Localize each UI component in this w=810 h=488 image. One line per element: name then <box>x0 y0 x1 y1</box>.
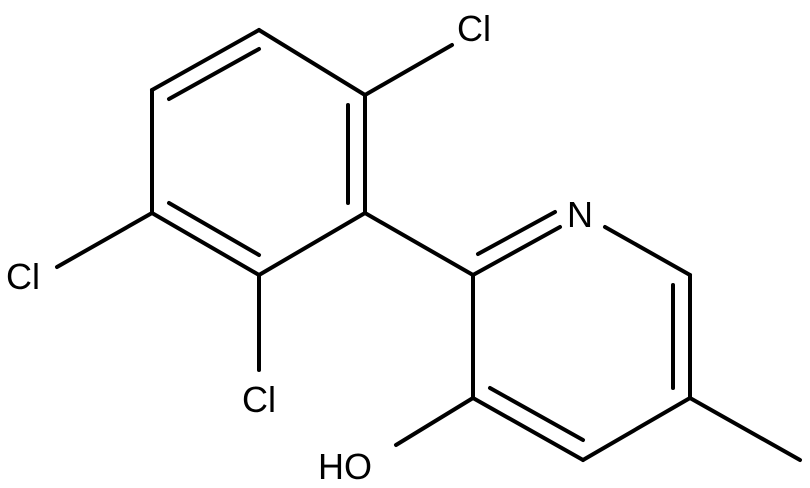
bond-c5-methyl <box>688 396 802 462</box>
bond-c2-c3 <box>257 211 367 277</box>
bond-c6-c1 <box>257 28 367 97</box>
atom-label-cl-bottom: Cl <box>242 379 276 420</box>
atom-label-cl-top: Cl <box>457 8 491 49</box>
atom-label-hydroxyl: HO <box>318 446 372 487</box>
bond-c4-c3-inner <box>488 386 585 442</box>
bond-biaryl <box>363 211 475 277</box>
bond-c4-c3 <box>471 396 585 462</box>
bond-c5-c6 <box>150 28 261 92</box>
bond-c5-c6-inner <box>167 47 261 101</box>
bond-n-c6 <box>603 225 692 277</box>
bond-c2-n-inner <box>476 210 557 256</box>
pyridine-ring <box>471 210 692 462</box>
bond-c3-oh <box>394 396 475 447</box>
bond-c3-c4 <box>150 211 261 277</box>
bond-c4-cl-left <box>55 211 154 269</box>
bond-c1-cl-top <box>363 43 454 97</box>
atom-label-cl-left: Cl <box>6 256 40 297</box>
bond-c5-c4 <box>581 396 692 462</box>
atom-label-n: N <box>567 194 593 235</box>
bond-c3-c4-inner <box>167 201 261 257</box>
bond-c2-n <box>471 225 562 277</box>
phenyl-ring <box>150 28 367 277</box>
